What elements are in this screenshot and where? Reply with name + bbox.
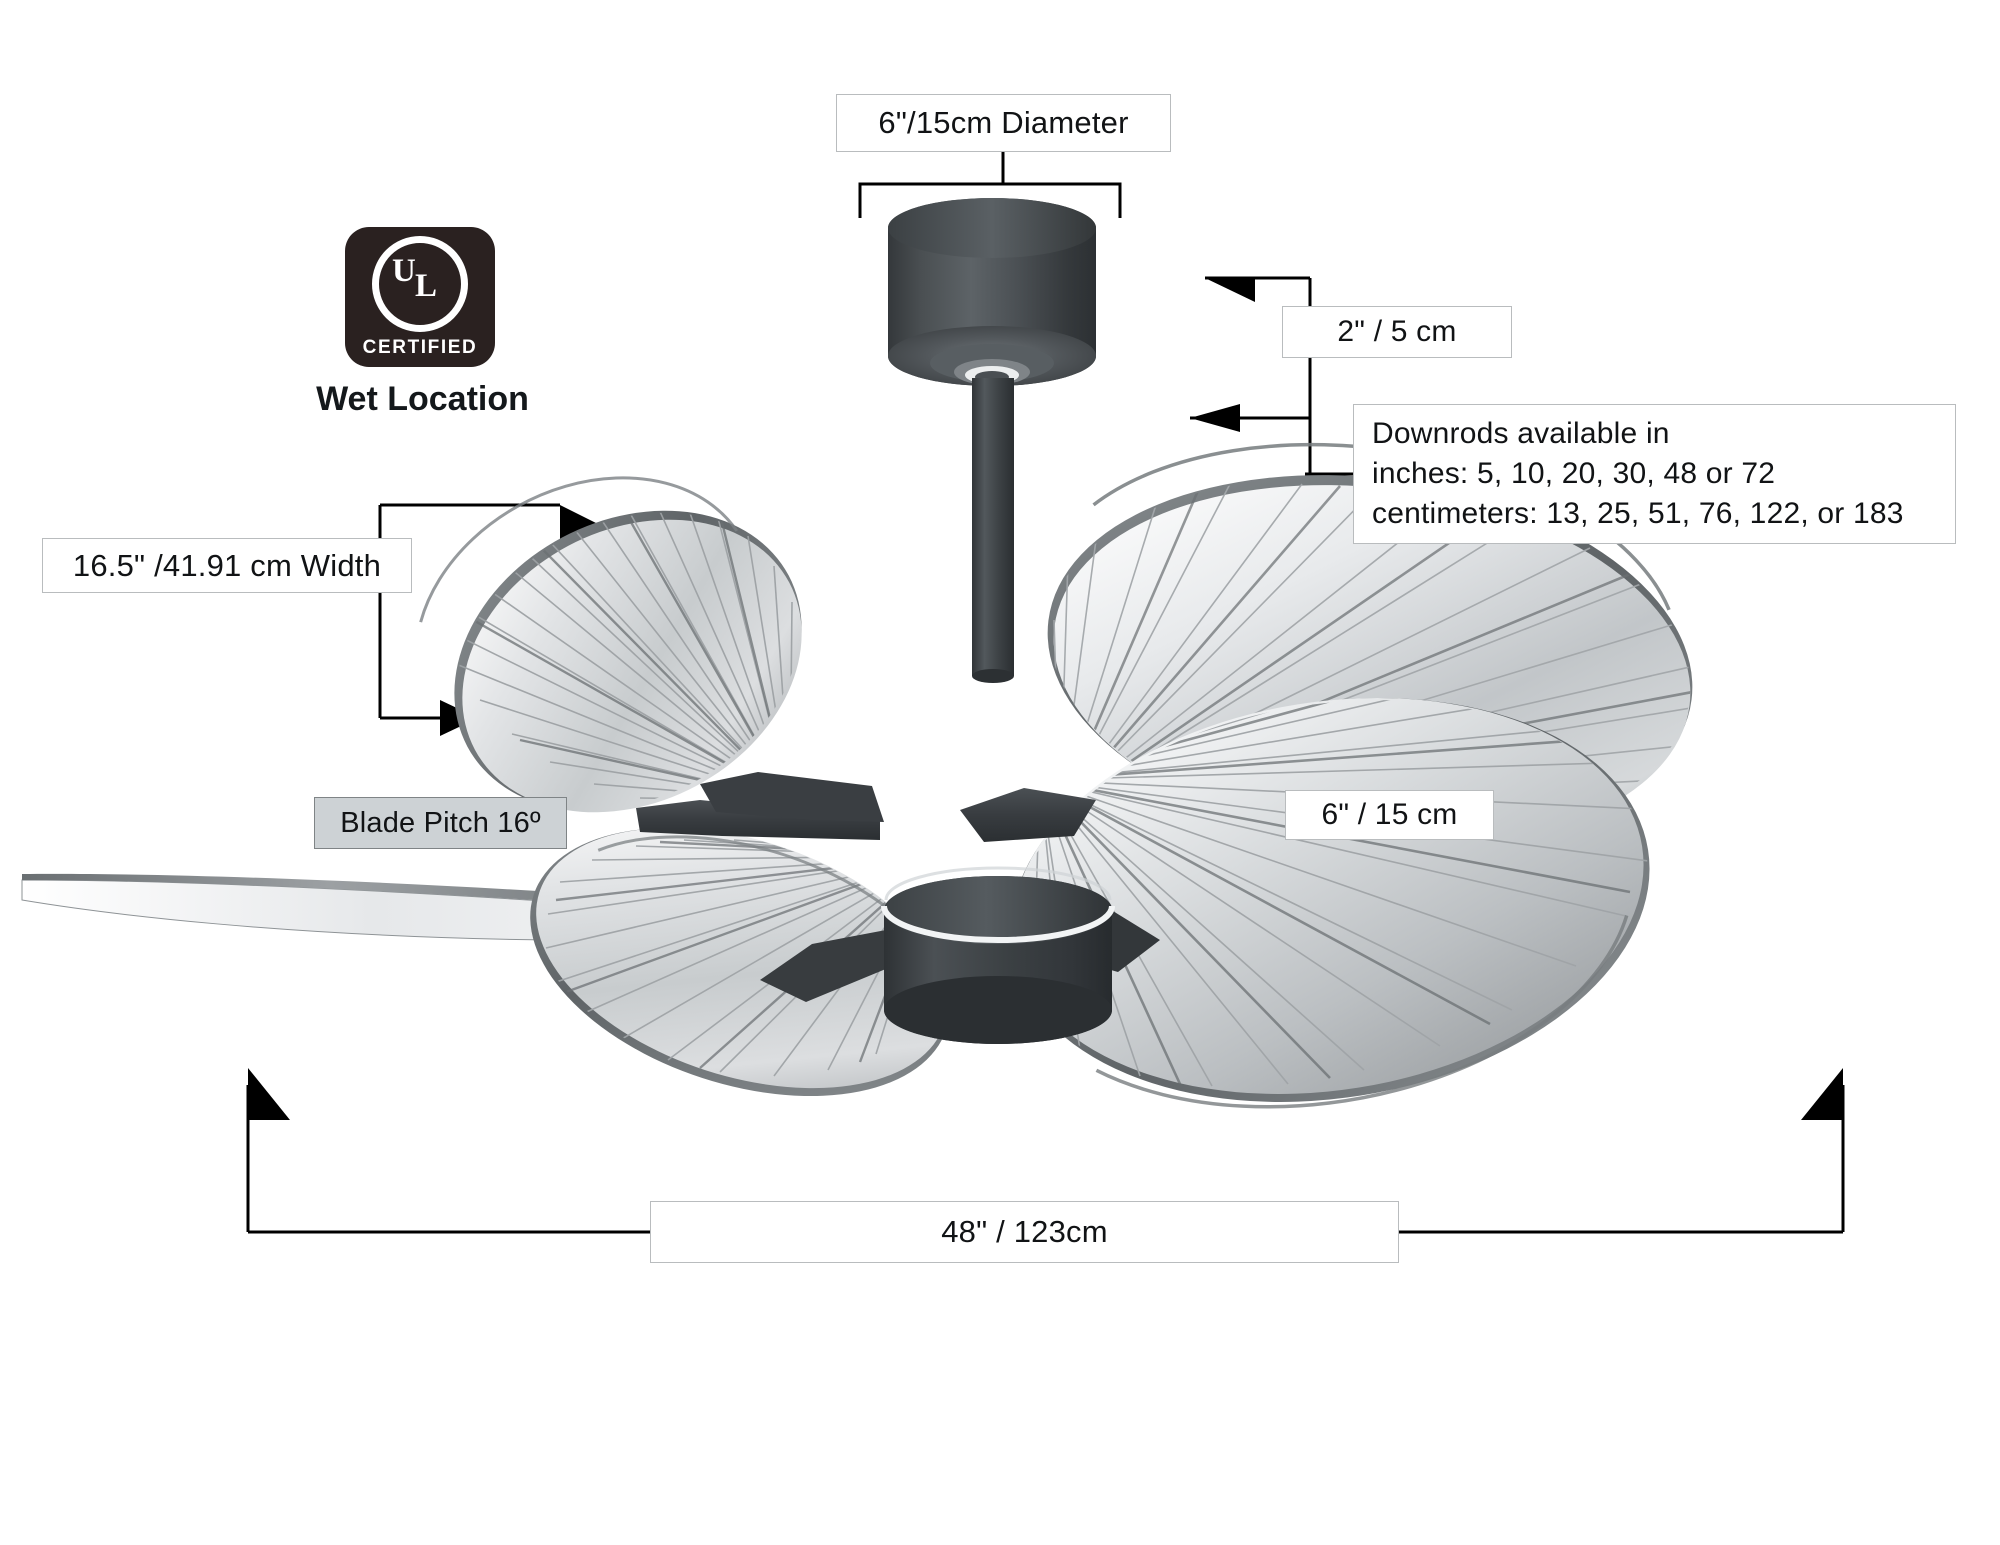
callout-blade-width: 16.5" /41.91 cm Width	[42, 538, 412, 593]
canopy-assembly	[888, 198, 1096, 683]
ul-mark-icon: U L	[372, 235, 468, 332]
blade-bottom-left	[530, 827, 950, 1097]
ul-certified-badge: U L CERTIFIED	[345, 227, 495, 367]
ul-letter-u: U	[392, 252, 416, 289]
callout-canopy-diameter: 6"/15cm Diameter	[836, 94, 1171, 152]
callout-downrod-options: Downrods available in inches: 5, 10, 20,…	[1353, 404, 1956, 544]
callout-fan-span: 48" / 123cm	[650, 1201, 1399, 1263]
ul-certified-text: CERTIFIED	[362, 336, 478, 358]
wet-location-label: Wet Location	[316, 380, 529, 418]
motor-housing	[636, 772, 1160, 1044]
downrod-line-1: Downrods available in	[1372, 417, 1670, 451]
callout-canopy-height: 2" / 5 cm	[1282, 306, 1512, 358]
callout-blade-pitch: Blade Pitch 16º	[314, 797, 567, 849]
downrod-line-2: inches: 5, 10, 20, 30, 48 or 72	[1372, 457, 1776, 491]
callout-blade-depth: 6" / 15 cm	[1285, 790, 1494, 840]
ul-letter-l: L	[415, 267, 438, 304]
downrod-line-3: centimeters: 13, 25, 51, 76, 122, or 183	[1372, 496, 1904, 530]
